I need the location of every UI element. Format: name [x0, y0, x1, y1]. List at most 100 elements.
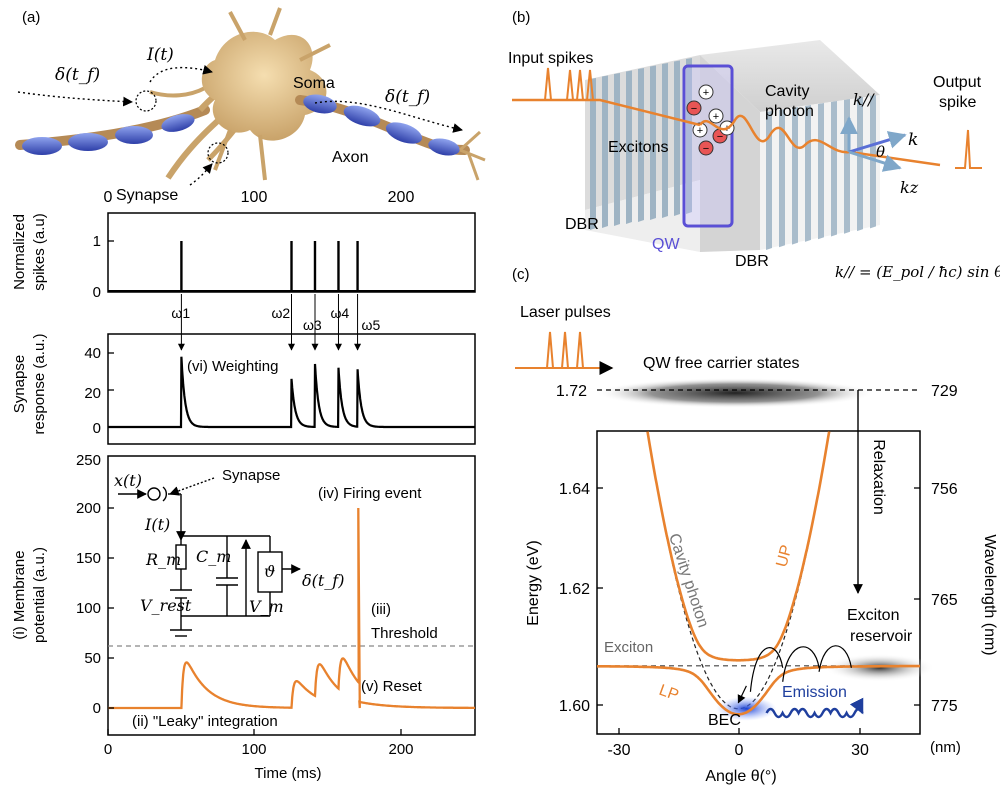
synapse-ylabel-2: response (a.u.) [31, 334, 48, 435]
panel-b-label: (b) [512, 9, 530, 26]
input-spike-2 [566, 69, 574, 101]
membrane-xticks: 0 100 200 [104, 729, 414, 758]
leaky-annotation: (ii) "Leaky" integration [132, 713, 278, 730]
svg-text:-30: -30 [607, 742, 630, 759]
spikes-plot [108, 241, 475, 292]
svg-text:−: − [717, 131, 723, 143]
scatter-hop-2 [782, 646, 820, 682]
synapse-label: Synapse [116, 187, 178, 204]
synapse-plot [108, 356, 475, 429]
scale-tick-200: 200 [388, 189, 415, 206]
membrane-yticks: 250 200 150 100 50 0 [76, 452, 114, 717]
circuit-theta-label: ϑ [264, 562, 275, 581]
svg-text:1.60: 1.60 [559, 698, 590, 715]
exciton-particles: + − + + − − + [686, 84, 735, 156]
dbr-stripe-left [686, 58, 692, 214]
input-spike-4 [586, 69, 594, 101]
free-carrier-cloud [595, 378, 875, 408]
svg-text:250: 250 [76, 452, 101, 469]
output-spike-label-2: spike [939, 94, 976, 111]
weight-label-4: ω4 [330, 305, 349, 321]
svg-text:756: 756 [931, 481, 958, 498]
lp-label: LP [657, 682, 681, 705]
lif-circuit [118, 477, 301, 637]
svg-text:765: 765 [931, 592, 958, 609]
svg-text:−: − [703, 143, 709, 155]
bec-glow [716, 696, 777, 721]
cavity-photon-label-2: photon [765, 103, 814, 120]
neuron-output-label: δ(t_f) [385, 87, 430, 107]
membrane-axes [107, 455, 476, 736]
cavity-photon-curve-label: Cavity photon [665, 531, 711, 629]
scatter-hop-1 [818, 645, 852, 672]
up-branch [646, 431, 831, 662]
scatter-hop-3 [749, 647, 784, 692]
dbr-stripe-right [792, 107, 798, 245]
reservoir-glow [824, 653, 935, 682]
laser-pulses-label: Laser pulses [520, 304, 611, 321]
dbr-stripe-left [662, 63, 668, 218]
panel-c-label: (c) [512, 266, 530, 283]
dispersion-xticks: -30 0 30 [607, 728, 869, 759]
emission-label: Emission [782, 684, 847, 701]
neuron-current-label: I(t) [146, 45, 174, 65]
exciton-label: Exciton [604, 639, 653, 656]
cavity-photon-label-1: Cavity [765, 83, 809, 100]
dispersion-yticks: 1.64 1.62 1.60 [559, 481, 603, 715]
emission-wave [765, 697, 864, 719]
wavelength-top-label: 729 [931, 383, 958, 400]
svg-text:+: + [713, 111, 719, 123]
dbr-right-label: DBR [735, 253, 769, 270]
svg-text:100: 100 [241, 741, 266, 758]
svg-text:30: 30 [851, 742, 869, 759]
lp-branch [597, 664, 920, 716]
laser-pulse-2 [561, 331, 569, 369]
spikes-ytick-0: 0 [93, 284, 101, 301]
neuron-illustration [15, 7, 486, 186]
laser-pulse-1 [546, 331, 554, 369]
reset-annotation: (v) Reset [361, 678, 423, 695]
dbr-stripe-right [857, 97, 863, 232]
svg-text:0: 0 [735, 742, 744, 759]
dbr-stripe-left [650, 65, 656, 220]
svg-text:+: + [703, 87, 709, 99]
input-spikes-label: Input spikes [508, 50, 593, 67]
circuit-output-label: δ(t_f) [302, 571, 344, 590]
dbr-stripe-left [614, 73, 620, 226]
synapse-ytick-20: 20 [84, 385, 101, 402]
weight-label-3: ω3 [303, 317, 322, 333]
dispersion-axes [596, 430, 921, 735]
svg-text:200: 200 [388, 741, 413, 758]
dbr-stripe-left [602, 75, 608, 228]
spikes-ytick-1: 1 [93, 233, 101, 250]
reservoir-label-2: reservoir [850, 628, 913, 645]
bec-arrow [737, 685, 747, 704]
scale-tick-0: 0 [104, 189, 113, 206]
scale-tick-100: 100 [241, 189, 268, 206]
relaxation-label: Relaxation [870, 439, 887, 515]
dbr-stripe-right [766, 111, 772, 250]
synapse-ylabel-1: Synapse [11, 355, 28, 413]
reservoir-label-1: Exciton [847, 607, 899, 624]
svg-text:200: 200 [76, 500, 101, 517]
membrane-potential-line [108, 507, 475, 710]
weight-label-2: ω2 [272, 305, 291, 321]
firing-annotation: (iv) Firing event [318, 485, 422, 502]
bec-label: BEC [708, 712, 741, 729]
spikes-ylabel-2: spikes (a.u) [31, 213, 48, 291]
k-label: k [908, 130, 918, 150]
k-parallel-label: k// [853, 90, 875, 109]
synapse-response-line [108, 356, 475, 429]
dbr-stripe-right [818, 103, 824, 240]
svg-text:50: 50 [84, 650, 101, 667]
dispersion-wavelength-ticks: 756 765 775 [914, 481, 958, 715]
myelin-sheath-right [303, 94, 460, 156]
circuit-input-label: x(t) [114, 471, 142, 490]
svg-text:1.64: 1.64 [559, 481, 590, 498]
dbr-stripe-right [779, 109, 785, 248]
circuit-synapse-label: Synapse [222, 467, 280, 484]
weighting-annotation: (vi) Weighting [187, 358, 278, 375]
synapse-circle-1 [135, 90, 157, 112]
microcavity-illustration: + − + + − − + [512, 40, 982, 252]
